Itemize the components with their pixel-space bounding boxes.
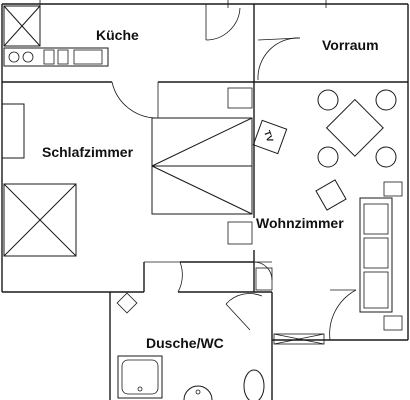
tv-label: TV xyxy=(262,129,275,143)
room-label-kitchen: Küche xyxy=(96,27,139,43)
bathroom-fixtures xyxy=(116,292,265,400)
room-label-bathroom: Dusche/WC xyxy=(146,335,224,351)
room-label-hallway: Vorraum xyxy=(322,37,379,53)
room-label-bedroom: Schlafzimmer xyxy=(42,144,134,160)
interior-walls xyxy=(2,4,408,340)
kitchen-fixtures xyxy=(3,5,109,67)
hallway-fixtures xyxy=(227,87,253,109)
room-label-living: Wohnzimmer xyxy=(256,215,344,231)
living-fixtures xyxy=(252,89,403,345)
doors xyxy=(111,4,357,341)
bedroom-fixtures xyxy=(1,103,253,257)
